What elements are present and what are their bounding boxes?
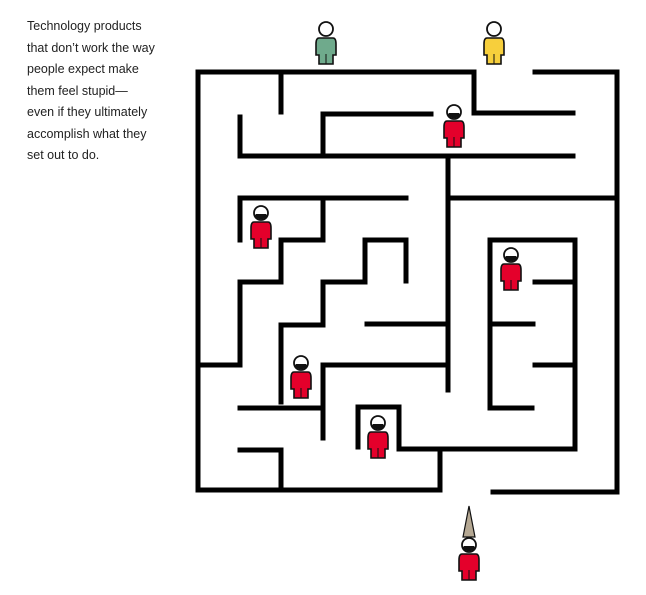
maze-wall <box>237 114 576 159</box>
caption: Technology products that don’t work the … <box>27 16 177 167</box>
maze-wall <box>355 237 578 452</box>
red-figure <box>500 247 522 291</box>
figure-face-mark <box>254 214 268 220</box>
maze-wall <box>195 195 326 368</box>
caption-line: set out to do. <box>27 148 100 162</box>
maze-wall <box>195 69 576 493</box>
maze-wall <box>320 362 451 441</box>
red-figure <box>367 415 389 459</box>
figure-face-mark <box>447 113 461 119</box>
figures <box>250 21 522 581</box>
caption-line: them feel stupid— <box>27 83 128 98</box>
red-figure-with-hat <box>458 505 480 581</box>
green-figure <box>315 21 337 65</box>
figure-face-mark <box>294 364 308 370</box>
maze-wall <box>320 111 434 159</box>
maze-wall <box>237 447 284 493</box>
caption-line: accomplish what they <box>27 126 147 141</box>
figure-head <box>486 21 502 37</box>
figure-body <box>483 37 505 65</box>
figure-body <box>315 37 337 65</box>
figure-body <box>500 263 522 291</box>
maze-walls <box>195 69 620 495</box>
figure-face-mark <box>504 256 518 262</box>
caption-line: Technology products <box>27 19 142 33</box>
figure-face-mark <box>371 424 385 430</box>
figure-body <box>458 553 480 581</box>
figure-body <box>250 221 272 249</box>
figure-face-mark <box>462 546 476 552</box>
figure-body <box>290 371 312 399</box>
red-figure <box>250 205 272 249</box>
red-figure <box>290 355 312 399</box>
yellow-figure <box>483 21 505 65</box>
caption-line: people expect make <box>27 62 139 76</box>
figure-body <box>443 120 465 148</box>
caption-line: even if they ultimately <box>27 105 148 119</box>
figure-body <box>367 431 389 459</box>
caption-line: that don’t work the way <box>27 40 155 55</box>
hat-icon <box>462 505 476 538</box>
maze-wall <box>490 69 620 495</box>
maze-wall <box>195 447 443 493</box>
maze-wall <box>278 279 326 405</box>
red-figure <box>443 104 465 148</box>
figure-head <box>318 21 334 37</box>
maze-wall <box>237 195 409 243</box>
maze-wall <box>320 237 409 285</box>
